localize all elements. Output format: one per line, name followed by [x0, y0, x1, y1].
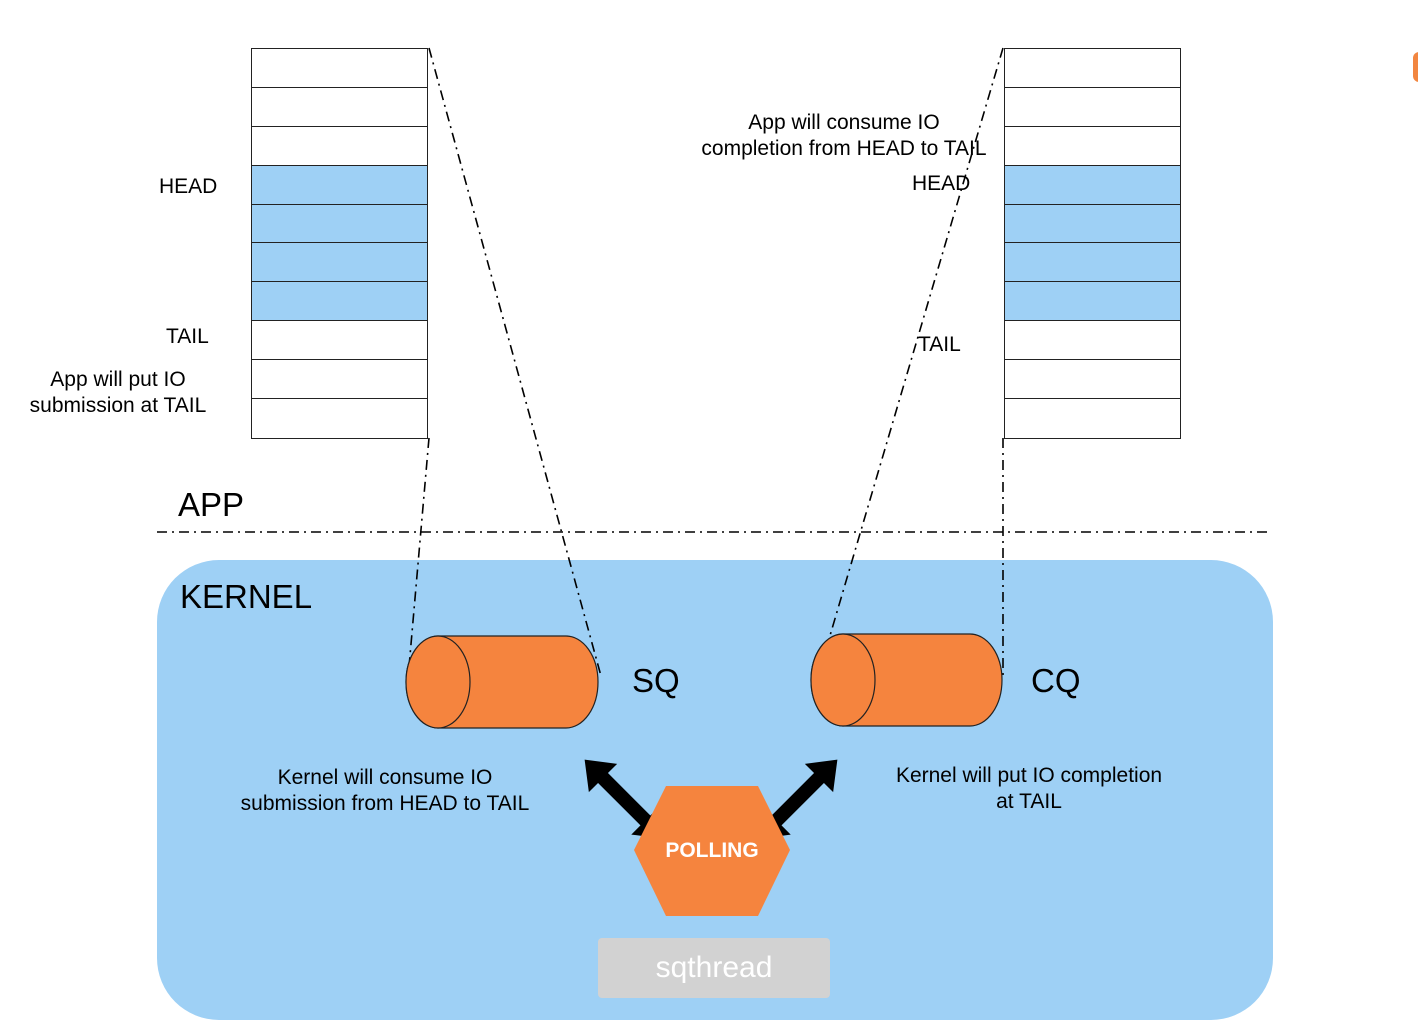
cq-head-label: HEAD [912, 172, 971, 195]
sq-projection-line-left [406, 437, 430, 691]
sqthread-box: sqthread [598, 938, 830, 998]
sq-projection-line-right [428, 47, 602, 677]
arrows [584, 759, 838, 839]
cq-label: CQ [1031, 662, 1081, 699]
sq-label: SQ [632, 662, 680, 699]
sq-ring-slot [252, 126, 427, 166]
cq-ring-slot [1005, 321, 1180, 361]
cq-kernel-note: Kernel will put IO completion at TAIL [895, 764, 1163, 813]
cq-ring-slot [1005, 49, 1180, 88]
sq-ring-slot [252, 360, 427, 400]
sq-head-label: HEAD [159, 175, 218, 198]
sq-ring-slot [252, 243, 427, 283]
cq-app-note: App will consume IO completion from HEAD… [701, 111, 987, 160]
cq-ring-slot [1005, 243, 1180, 283]
app-layer-label: APP [178, 486, 245, 523]
sq-ring-slot [252, 165, 427, 205]
diagram-overlay [157, 47, 1272, 916]
sq-ring-slot [252, 204, 427, 244]
sq-app-note: App will put IO submission at TAIL [29, 368, 207, 417]
cq-ring-slot [1005, 165, 1180, 205]
kernel-layer-label: KERNEL [180, 578, 313, 615]
cq-tail-label: TAIL [918, 333, 961, 356]
sq-ring-slot [252, 282, 427, 322]
sq-ring-slot [252, 49, 427, 88]
cq-projection-line-left [813, 47, 1004, 691]
sq-ring-slot [252, 399, 427, 438]
cq-ring-slot [1005, 204, 1180, 244]
cq-ring-slot [1005, 126, 1180, 166]
corner-tab [1413, 52, 1418, 82]
sq-ring-slot [252, 321, 427, 361]
cq-polling-arrow [758, 759, 838, 839]
polling-hexagon [634, 786, 790, 916]
sq-cylinder [405, 635, 599, 729]
sq-kernel-note: Kernel will consume IO submission from H… [240, 766, 530, 815]
sqthread-label: sqthread [655, 951, 773, 984]
cq-cylinder [810, 633, 1003, 727]
sq-tail-label: TAIL [166, 325, 209, 348]
cq-ring-slot [1005, 360, 1180, 400]
completion-ring [1004, 48, 1181, 439]
submission-ring [251, 48, 428, 439]
cq-ring-slot [1005, 87, 1180, 127]
sq-polling-arrow [584, 759, 664, 839]
cq-ring-slot [1005, 282, 1180, 322]
cq-ring-slot [1005, 399, 1180, 438]
polling-label: POLLING [665, 839, 759, 862]
sq-ring-slot [252, 87, 427, 127]
